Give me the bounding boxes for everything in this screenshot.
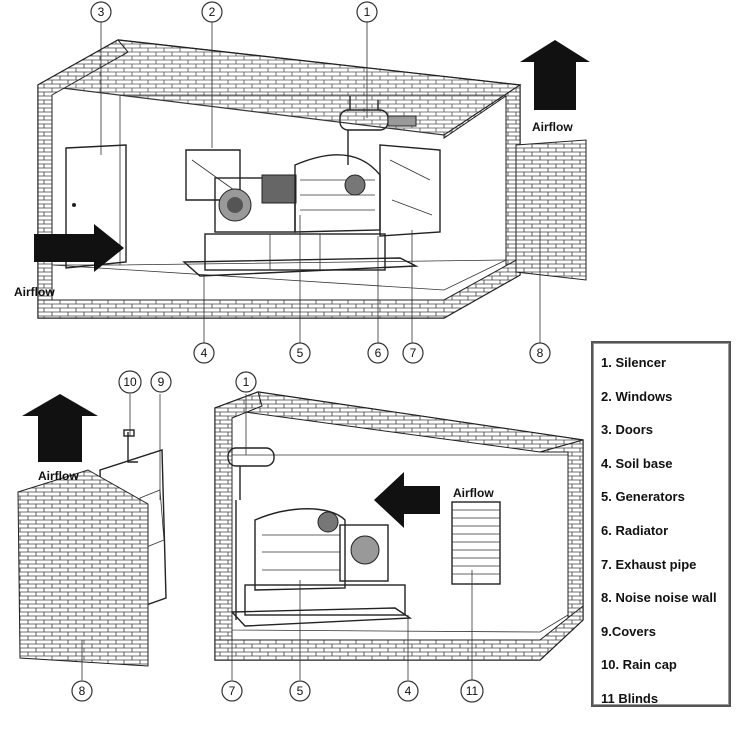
soil-base <box>230 584 413 627</box>
legend-item-doors: 3. Doors <box>601 422 654 438</box>
legend-item-windows: 2. Windows <box>601 388 673 404</box>
noise-wall <box>17 469 149 667</box>
callout-6: 6 <box>367 342 389 364</box>
bottom-room <box>17 391 584 667</box>
svg-text:10: 10 <box>123 375 137 389</box>
svg-text:4: 4 <box>201 346 208 360</box>
leader-lines <box>81 21 541 680</box>
callout-4: 4 <box>193 342 215 364</box>
svg-text:11: 11 <box>466 684 479 698</box>
svg-text:4: 4 <box>405 684 412 698</box>
callouts-top: 3 2 1 4 5 6 7 8 <box>90 1 551 364</box>
callout-8: 8 <box>529 342 551 364</box>
airflow-out-arrow <box>22 394 98 462</box>
svg-text:8: 8 <box>79 684 86 698</box>
legend-item-silencer: 1. Silencer <box>601 355 667 370</box>
callout-5: 5 <box>289 342 311 364</box>
silencer <box>227 447 275 620</box>
callout-8: 8 <box>71 680 93 702</box>
svg-text:2: 2 <box>209 5 216 19</box>
callout-9: 9 <box>150 371 172 393</box>
airflow-label-top-in: Airflow <box>14 285 55 299</box>
callout-11: 11 <box>460 679 484 703</box>
callout-7: 7 <box>402 342 424 364</box>
airflow-label-top-out: Airflow <box>532 120 573 134</box>
legend-item-soil-base: 4. Soil base <box>601 455 673 471</box>
callout-1: 1 <box>235 371 257 393</box>
airflow-in-arrow <box>34 224 124 272</box>
airflow-in-arrow <box>374 472 440 528</box>
top-room <box>34 39 590 319</box>
callout-3: 3 <box>90 1 112 23</box>
rain-cap <box>123 429 138 463</box>
soil-base <box>182 233 419 277</box>
svg-text:8: 8 <box>537 346 544 360</box>
svg-text:3: 3 <box>98 5 105 19</box>
airflow-out-arrow <box>520 40 590 110</box>
door <box>65 144 127 269</box>
svg-text:1: 1 <box>243 375 250 389</box>
blinds <box>451 501 501 585</box>
svg-text:1: 1 <box>364 5 371 19</box>
callout-1: 1 <box>356 1 378 23</box>
legend-item-noise-wall: 8. Noise noise wall <box>601 590 717 606</box>
silencer <box>339 96 417 165</box>
legend-item-generators: 5. Generators <box>601 489 685 505</box>
radiator-panel <box>379 144 441 237</box>
svg-text:7: 7 <box>410 346 417 360</box>
legend-item-exhaust-pipe: 7. Exhaust pipe <box>601 556 697 572</box>
generator-set <box>254 508 389 591</box>
legend-item-covers: 9.Covers <box>601 623 656 639</box>
callout-10: 10 <box>118 370 142 394</box>
airflow-label-bottom-in: Airflow <box>453 486 494 500</box>
svg-text:5: 5 <box>297 684 304 698</box>
svg-text:9: 9 <box>158 375 165 389</box>
noise-wall <box>515 139 587 281</box>
callouts-bottom: 10 9 1 8 7 5 4 11 <box>71 370 484 703</box>
legend-item-blinds: 11 Blinds <box>601 690 659 706</box>
callout-7: 7 <box>221 680 243 702</box>
legend-item-radiator: 6. Radiator <box>601 522 669 538</box>
callout-5: 5 <box>289 680 311 702</box>
svg-text:7: 7 <box>229 684 236 698</box>
svg-text:6: 6 <box>375 346 382 360</box>
svg-text:5: 5 <box>297 346 304 360</box>
callout-2: 2 <box>201 1 223 23</box>
airflow-label-bottom-out: Airflow <box>38 469 79 483</box>
legend: 1. Silencer 2. Windows 3. Doors 4. Soil … <box>591 341 731 707</box>
callout-4: 4 <box>397 680 419 702</box>
generator-set <box>214 154 381 233</box>
legend-item-rain-cap: 10. Rain cap <box>601 657 677 673</box>
